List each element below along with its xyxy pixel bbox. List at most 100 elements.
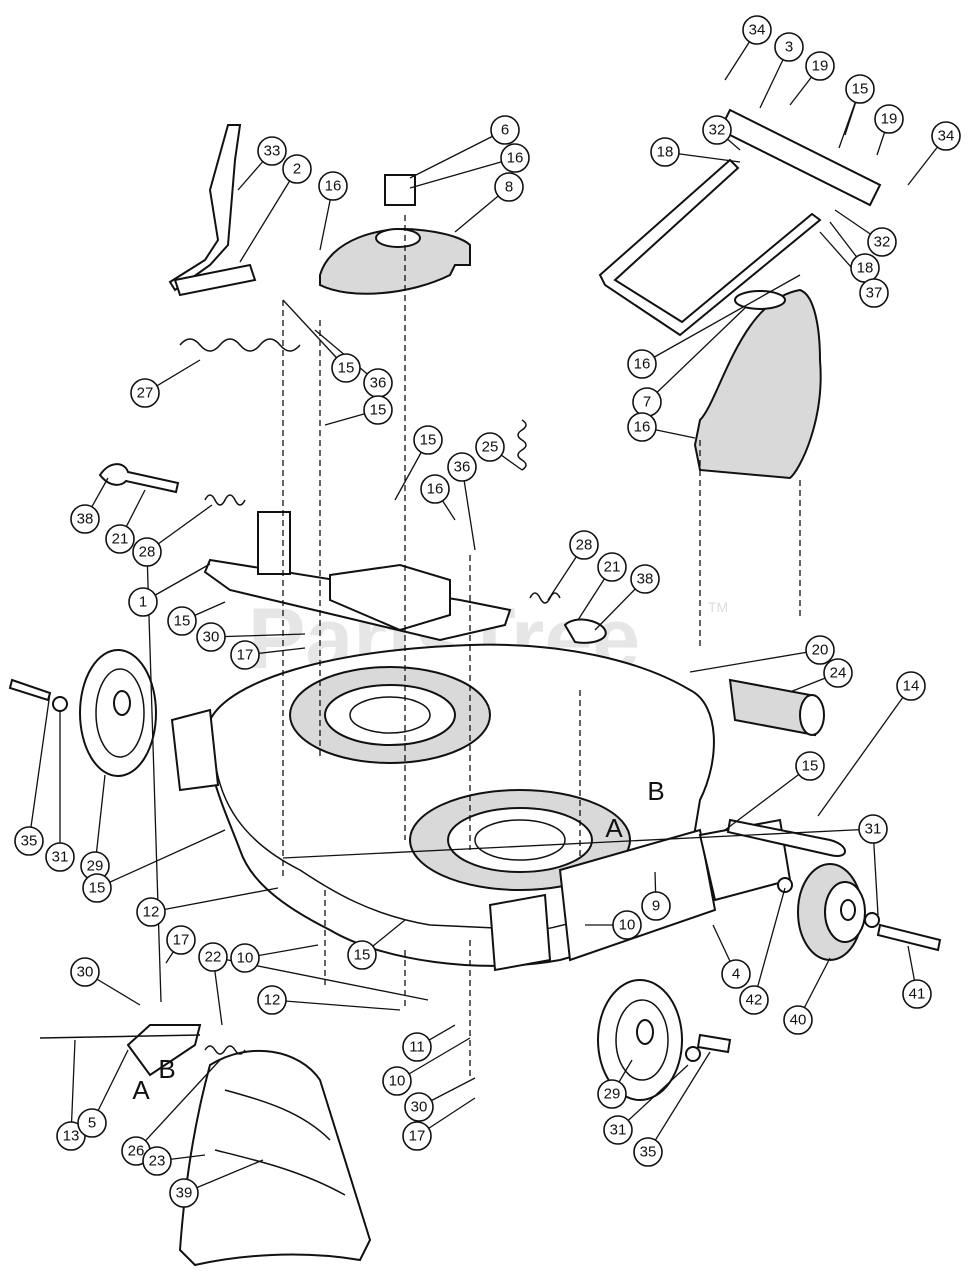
callout-number: 14: [903, 678, 920, 695]
callout-number: 33: [264, 143, 281, 160]
callout-circle: [494, 172, 524, 202]
callout-15: 15: [82, 873, 112, 903]
callout-leader: [146, 551, 162, 1003]
callout-14: 14: [896, 671, 926, 701]
callout-circle: [402, 1121, 432, 1151]
callout-10: 10: [612, 910, 642, 940]
callout-leader: [641, 274, 801, 365]
callout-labels: 3431915321819343218376168163322716716153…: [14, 15, 961, 1208]
callout-16: 16: [627, 349, 657, 379]
callout-number: 18: [857, 260, 874, 277]
pulley-cover-7: [693, 288, 822, 480]
callout-circle: [633, 1137, 663, 1167]
callout-35: 35: [14, 826, 44, 856]
callout-number: 10: [389, 1073, 406, 1090]
callout-leader: [409, 129, 506, 179]
callout-16: 16: [318, 171, 348, 201]
callout-number: 42: [746, 992, 763, 1009]
callout-number: 9: [652, 898, 660, 915]
callout-18: 18: [850, 253, 880, 283]
callout-number: 5: [88, 1115, 96, 1132]
callout-17: 17: [402, 1121, 432, 1151]
callout-number: 18: [657, 144, 674, 161]
callout-leader: [282, 828, 874, 859]
callout-circle: [845, 74, 875, 104]
callout-leader: [617, 1064, 689, 1131]
callout-number: 27: [137, 385, 154, 402]
callout-1: 1: [128, 587, 158, 617]
callout-number: 15: [852, 81, 869, 98]
callout-number: 16: [634, 356, 651, 373]
ref-letter-b-bracket: B: [158, 1054, 175, 1084]
callout-circle: [45, 842, 75, 872]
callout-circle: [858, 814, 888, 844]
callout-number: 28: [139, 544, 156, 561]
callout-circle: [420, 474, 450, 504]
callout-circle: [500, 143, 530, 173]
callout-circle: [169, 1178, 199, 1208]
callout-25: 25: [475, 432, 505, 462]
callout-number: 15: [370, 402, 387, 419]
callout-number: 6: [501, 122, 509, 139]
callout-circle: [774, 32, 804, 62]
callout-leader: [724, 765, 811, 831]
pulley-cover-8-hub: [375, 228, 421, 248]
callout-circle: [105, 524, 135, 554]
pin-38-left: [98, 463, 180, 494]
callout-17: 17: [230, 640, 260, 670]
callout-28: 28: [569, 530, 599, 560]
callout-27: 27: [130, 378, 160, 408]
callout-circle: [447, 452, 477, 482]
callout-10: 10: [382, 1066, 412, 1096]
callout-number: 32: [874, 234, 891, 251]
callout-circle: [404, 1092, 434, 1122]
callout-circle: [82, 873, 112, 903]
wheel-40-right: [797, 863, 866, 961]
callout-number: 30: [203, 629, 220, 646]
callout-33: 33: [257, 136, 287, 166]
callout-leader: [70, 1039, 76, 1137]
callout-circle: [650, 137, 680, 167]
callout-circle: [142, 1146, 172, 1176]
callout-number: 21: [604, 559, 621, 576]
callout-number: 12: [264, 992, 281, 1009]
callout-15: 15: [795, 751, 825, 781]
callout-3: 3: [774, 32, 804, 62]
right-spindle-well: [447, 807, 593, 873]
callout-number: 16: [507, 150, 524, 167]
callout-number: 17: [173, 932, 190, 949]
washer-42: [777, 877, 793, 893]
callout-leader: [817, 685, 912, 817]
callout-circle: [167, 606, 197, 636]
callout-number: 8: [505, 179, 513, 196]
spring-28-right: [529, 592, 561, 604]
callout-number: 4: [732, 966, 740, 983]
callout-number: 21: [112, 531, 129, 548]
callout-circle: [14, 826, 44, 856]
callout-2: 2: [282, 154, 312, 184]
callout-number: 38: [77, 511, 94, 528]
callout-circle: [627, 349, 657, 379]
callout-10: 10: [230, 943, 260, 973]
callout-leader: [210, 633, 306, 638]
callout-31: 31: [858, 814, 888, 844]
callout-number: 15: [174, 613, 191, 630]
callout-number: 10: [237, 950, 254, 967]
callout-20: 20: [805, 635, 835, 665]
callout-circle: [805, 51, 835, 81]
callout-circle: [257, 136, 287, 166]
callout-19: 19: [805, 51, 835, 81]
callout-22: 22: [198, 942, 228, 972]
callout-number: 31: [865, 821, 882, 838]
callout-circle: [490, 115, 520, 145]
callout-number: 29: [87, 858, 104, 875]
callout-number: 38: [637, 571, 654, 588]
callout-12: 12: [257, 985, 287, 1015]
callout-34: 34: [742, 15, 772, 45]
wheel-29-left: [79, 649, 157, 777]
callout-circle: [257, 985, 287, 1015]
callout-number: 31: [610, 1122, 627, 1139]
discharge-chute-23: [178, 1049, 372, 1267]
callout-circle: [70, 504, 100, 534]
hanger-upright: [257, 511, 291, 575]
